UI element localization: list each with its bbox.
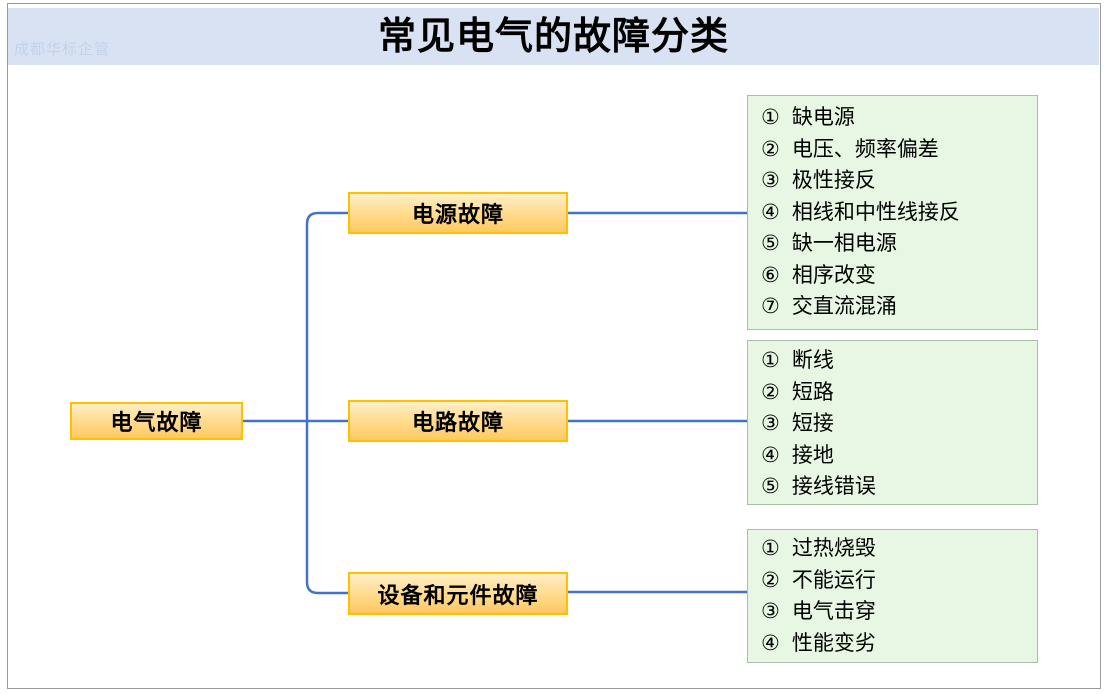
list-item: ② 短路	[761, 377, 1037, 409]
circled-number: ⑤	[761, 232, 780, 255]
list-item: ③ 极性接反	[761, 165, 1037, 197]
list-item-text: 电压、频率偏差	[791, 137, 939, 161]
list-circuit-faults: ① 断线 ② 短路 ③ 短接 ④ 接地	[747, 340, 1038, 505]
circled-number: ③	[761, 169, 780, 192]
node-label: 设备和元件故障	[377, 582, 539, 608]
list-item: ⑥ 相序改变	[761, 260, 1037, 292]
list-item-text: 短接	[791, 412, 834, 435]
node-branch-circuit-fault: 电路故障	[348, 400, 568, 442]
list-item-text: 缺电源	[791, 106, 855, 129]
circled-number: ②	[761, 380, 780, 404]
list-item: ⑦ 交直流混涌	[761, 291, 1037, 323]
circled-number: ④	[761, 443, 780, 467]
node-label: 电路故障	[411, 410, 504, 435]
list-power-supply-faults: ① 缺电源 ② 电压、频率偏差 ③ 极性接反 ④ 相线和中性线接反	[747, 95, 1038, 330]
list-item-text: 断线	[791, 349, 834, 372]
watermark-text: 成都华标企管	[14, 41, 111, 58]
list-item: ③ 短接	[761, 408, 1037, 440]
fault-list: ① 过热烧毁 ② 不能运行 ③ 电气击穿 ④ 性能变劣	[761, 533, 1037, 659]
circled-number: ①	[761, 349, 780, 372]
list-item: ② 不能运行	[761, 565, 1037, 597]
fault-list: ① 缺电源 ② 电压、频率偏差 ③ 极性接反 ④ 相线和中性线接反	[761, 102, 1037, 323]
list-item: ⑤ 缺一相电源	[761, 228, 1037, 260]
list-item-text: 交直流混涌	[791, 295, 897, 318]
node-label: 电气故障	[110, 410, 203, 435]
list-item: ③ 电气击穿	[761, 596, 1037, 628]
circled-number: ④	[761, 631, 780, 655]
page-title: 常见电气的故障分类	[377, 15, 729, 58]
circled-number: ⑥	[761, 263, 780, 287]
circled-number: ④	[761, 200, 780, 224]
list-item-text: 接地	[791, 443, 834, 467]
circled-number: ②	[761, 137, 780, 161]
list-item: ⑤ 接线错误	[761, 471, 1037, 503]
list-item-text: 极性接反	[791, 169, 876, 192]
node-label: 电源故障	[411, 202, 504, 227]
circled-number: ⑦	[761, 295, 780, 318]
list-item-text: 相线和中性线接反	[791, 200, 960, 224]
list-item-text: 短路	[791, 380, 834, 404]
node-branch-power-supply-fault: 电源故障	[348, 192, 568, 234]
list-item: ④ 性能变劣	[761, 628, 1037, 660]
circled-number: ③	[761, 600, 780, 623]
node-root-electrical-fault: 电气故障	[70, 402, 243, 440]
fault-list: ① 断线 ② 短路 ③ 短接 ④ 接地	[761, 345, 1037, 503]
circled-number: ①	[761, 537, 780, 560]
list-item-text: 过热烧毁	[791, 537, 876, 560]
circled-number: ①	[761, 106, 780, 129]
list-item-text: 相序改变	[791, 263, 876, 287]
list-item: ① 过热烧毁	[761, 533, 1037, 565]
list-item-text: 不能运行	[791, 568, 876, 592]
list-item-text: 性能变劣	[791, 631, 876, 655]
list-item: ② 电压、频率偏差	[761, 134, 1037, 166]
list-item: ④ 相线和中性线接反	[761, 197, 1037, 229]
circled-number: ③	[761, 412, 780, 435]
header-band: 常见电气的故障分类	[8, 8, 1099, 65]
list-item-text: 缺一相电源	[791, 232, 897, 255]
node-branch-equipment-component-fault: 设备和元件故障	[348, 572, 568, 615]
list-item: ④ 接地	[761, 440, 1037, 472]
circled-number: ⑤	[761, 475, 780, 498]
list-item: ① 缺电源	[761, 102, 1037, 134]
list-item: ① 断线	[761, 345, 1037, 377]
circled-number: ②	[761, 568, 780, 592]
list-equipment-faults: ① 过热烧毁 ② 不能运行 ③ 电气击穿 ④ 性能变劣	[747, 529, 1038, 663]
list-item-text: 电气击穿	[791, 600, 876, 623]
list-item-text: 接线错误	[791, 475, 876, 498]
